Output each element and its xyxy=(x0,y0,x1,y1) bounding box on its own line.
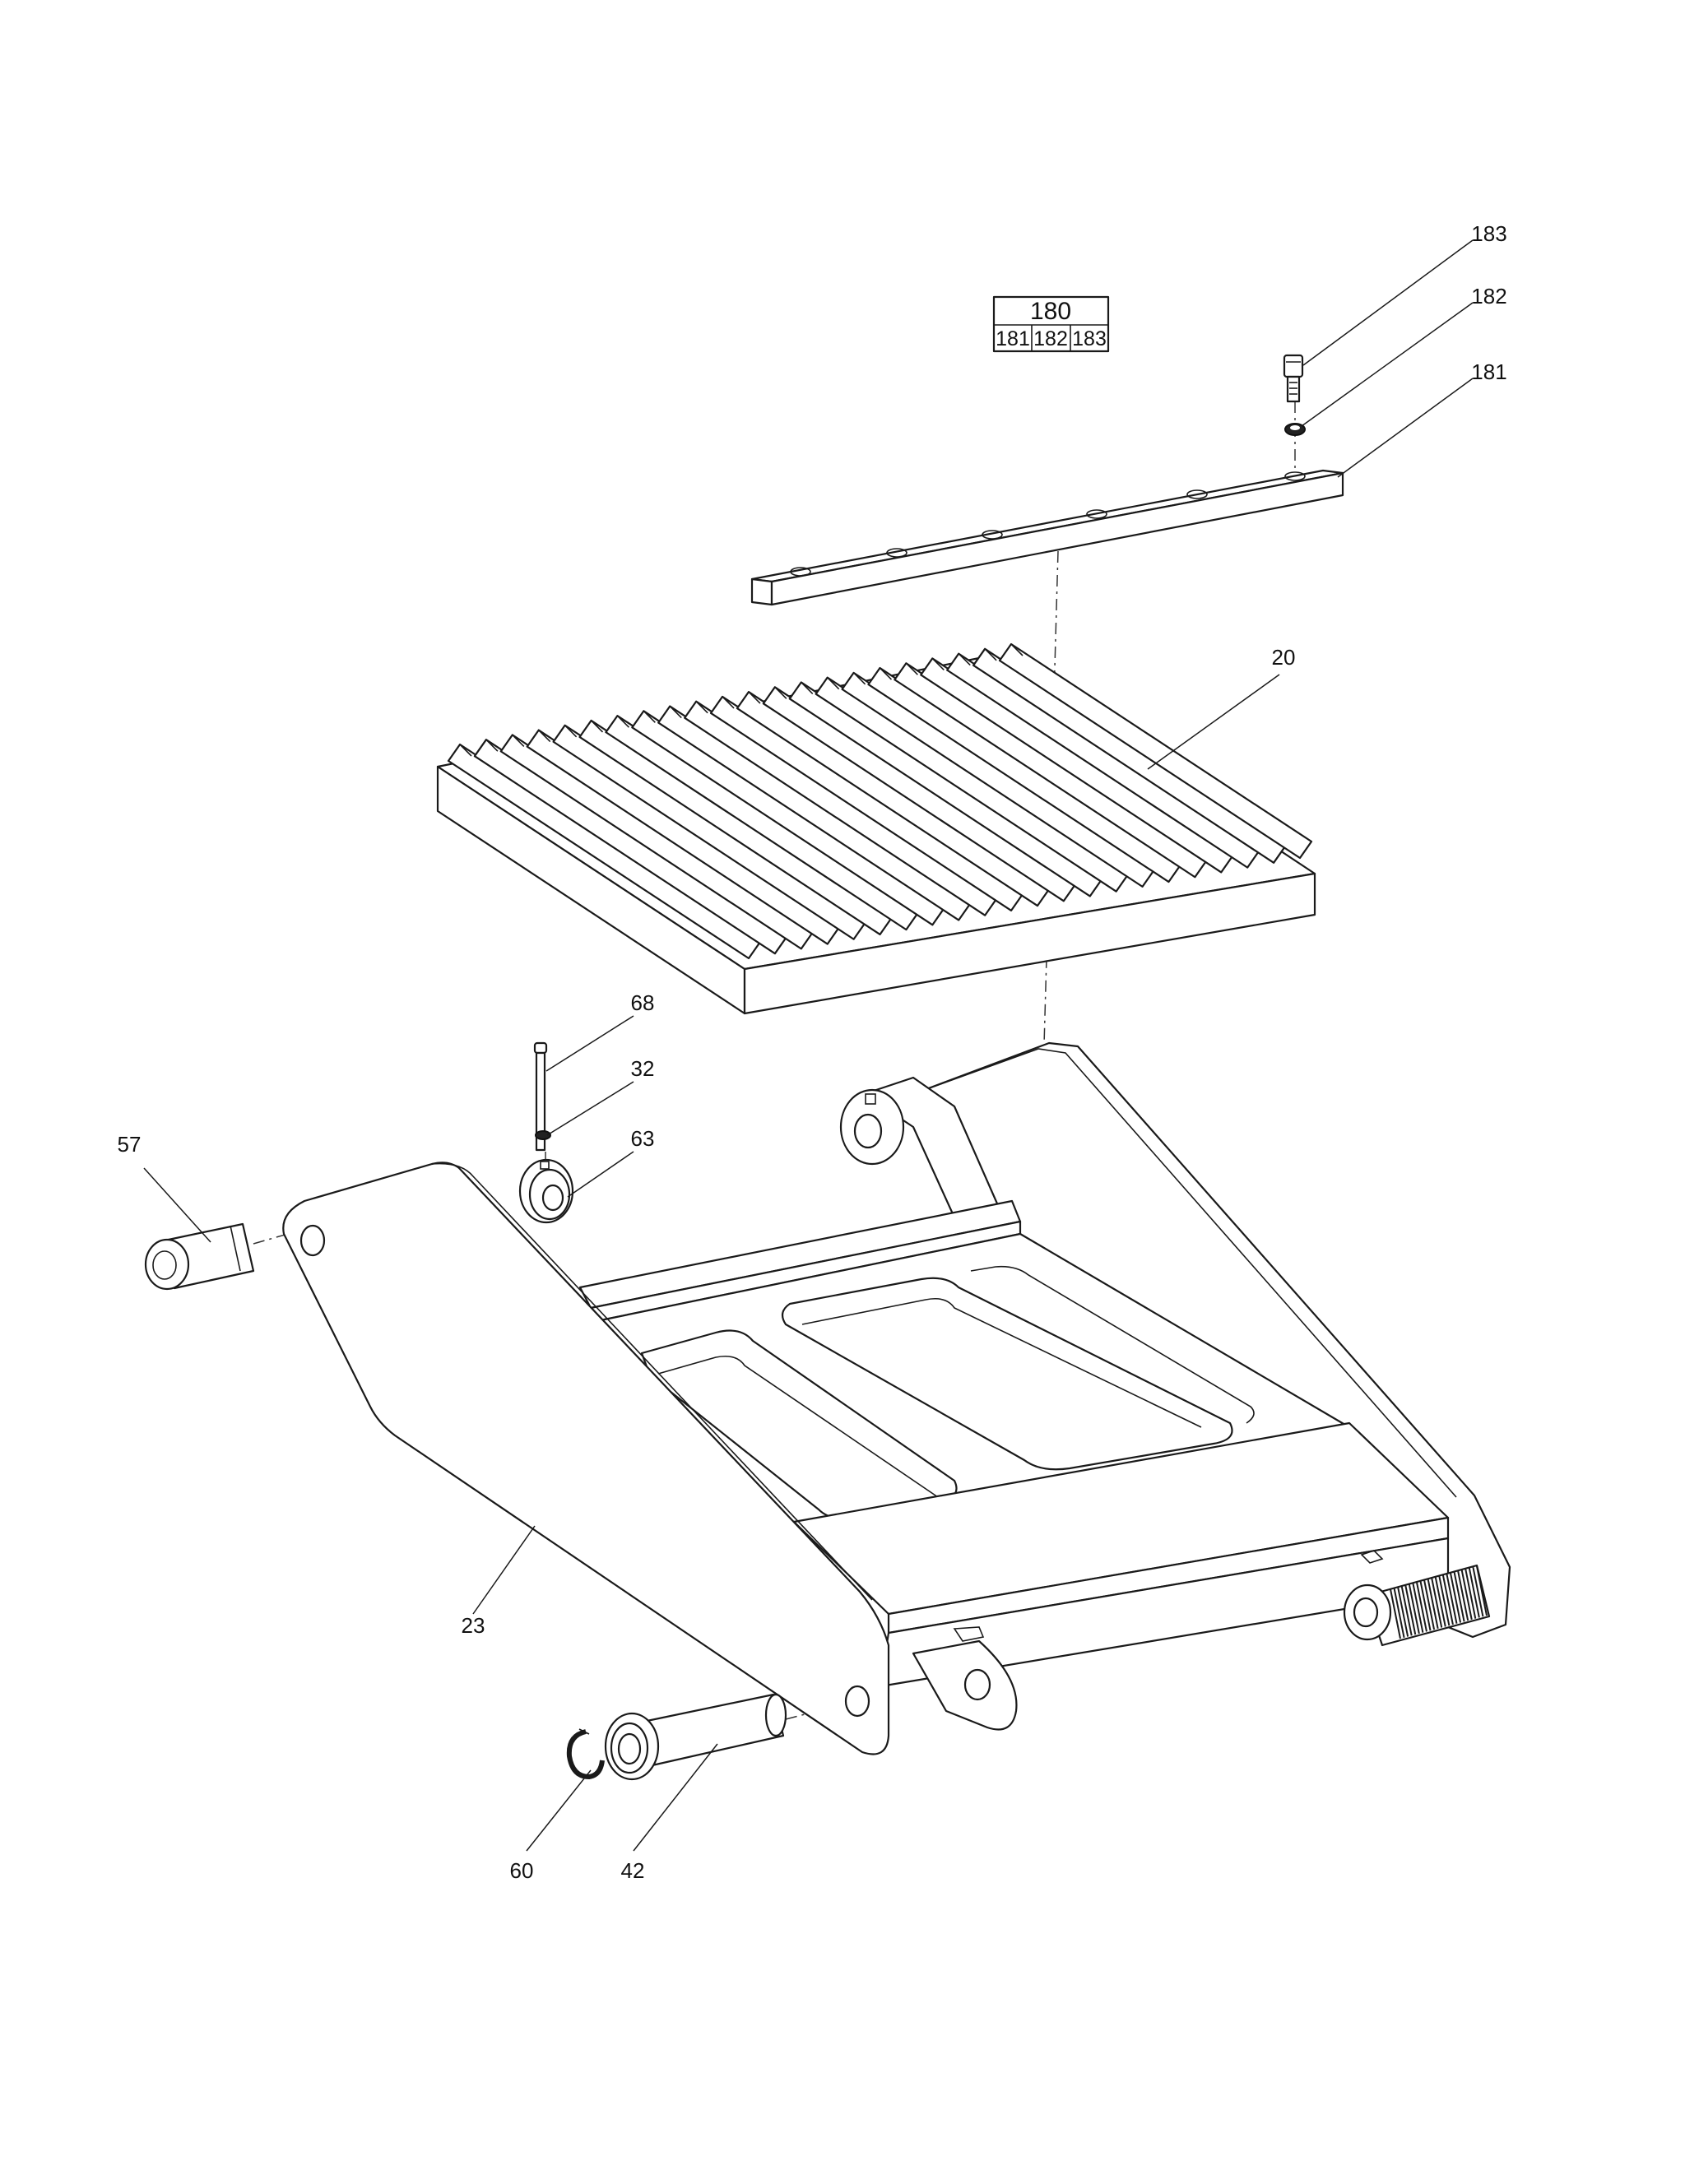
cap-screw-183 xyxy=(1283,354,1304,403)
pin-68 xyxy=(533,1041,548,1152)
kit-table: 180 181 182 183 xyxy=(992,295,1110,353)
pin-42 xyxy=(604,1693,787,1781)
tooth-ridge-edge xyxy=(801,681,814,695)
kit-component-1: 181 xyxy=(996,327,1030,350)
tooth-ridge-edge xyxy=(1010,643,1024,656)
leader-lines xyxy=(143,239,1474,1852)
spline-groove xyxy=(1412,1583,1424,1633)
tooth-ridge-edge xyxy=(722,696,735,709)
spline-groove xyxy=(1393,1588,1405,1638)
tooth-ridge-edge xyxy=(931,657,945,670)
spline-groove xyxy=(1390,1588,1401,1639)
spline-groove xyxy=(1400,1586,1413,1636)
callout-68: 68 xyxy=(631,990,655,1015)
callout-42: 42 xyxy=(621,1858,645,1883)
swing-frame-23 xyxy=(282,1041,1511,1755)
tooth-ridge-edge xyxy=(485,739,499,752)
kit-assembly-number: 180 xyxy=(1030,298,1071,325)
snap-ring-60 xyxy=(566,1728,605,1779)
callout-182: 182 xyxy=(1471,284,1506,308)
callout-181: 181 xyxy=(1471,359,1506,384)
kit-component-2: 182 xyxy=(1033,327,1068,350)
spline-groove xyxy=(1434,1577,1446,1627)
tooth-ridge-edge xyxy=(564,725,578,738)
clamp-bar-181 xyxy=(750,469,1344,606)
tooth-ridge-edge xyxy=(459,744,472,757)
kit-table-frame xyxy=(992,295,1110,353)
tooth-ridge-edge xyxy=(827,677,840,690)
tooth-plate-20 xyxy=(436,642,1316,1015)
callout-23: 23 xyxy=(462,1613,485,1638)
spline-groove xyxy=(1423,1579,1436,1630)
tooth-ridge-edge xyxy=(905,662,918,675)
callout-32: 32 xyxy=(631,1056,655,1081)
washer-182 xyxy=(1284,423,1306,436)
spline-groove xyxy=(1476,1565,1488,1616)
washer-32 xyxy=(535,1130,551,1140)
spline-groove xyxy=(1427,1579,1439,1630)
callout-63: 63 xyxy=(631,1126,655,1151)
tooth-ridge-edge xyxy=(590,720,604,733)
tooth-ridge xyxy=(998,642,1313,860)
tooth-ridge-edge xyxy=(512,734,525,747)
callout-183: 183 xyxy=(1471,221,1506,246)
spline-groove xyxy=(1441,1574,1454,1625)
spline-groove xyxy=(1450,1573,1462,1623)
tooth-ridge-edge xyxy=(669,705,682,719)
spline-shaft xyxy=(1343,1564,1491,1647)
kit-component-3: 183 xyxy=(1072,327,1107,350)
spline-groove xyxy=(1438,1575,1451,1626)
spline-groove xyxy=(1404,1584,1417,1635)
spline-groove xyxy=(1453,1572,1465,1622)
spline-groove xyxy=(1431,1578,1443,1628)
spline-groove xyxy=(1415,1582,1427,1632)
tooth-ridge-edge xyxy=(853,672,866,685)
tooth-ridge-edge xyxy=(538,730,551,743)
callout-labels: 183 182 181 20 68 32 63 57 23 60 42 xyxy=(118,221,1507,1883)
spline-groove xyxy=(1419,1581,1432,1631)
tooth-ridge-edge xyxy=(984,648,997,661)
spline-groove xyxy=(1472,1567,1484,1617)
spline-groove xyxy=(1465,1569,1477,1619)
tooth-ridges xyxy=(447,642,1313,960)
pin-57 xyxy=(144,1222,255,1291)
callout-57: 57 xyxy=(118,1132,142,1157)
collar-63 xyxy=(518,1158,574,1224)
spline-groove xyxy=(1468,1568,1480,1618)
tooth-ridge-edge xyxy=(774,686,787,699)
tooth-ridge-edge xyxy=(695,701,708,714)
tooth-ridge-edge xyxy=(958,653,971,666)
spline-groove xyxy=(1408,1584,1420,1635)
spline-groove xyxy=(1397,1587,1409,1637)
tooth-ridge-edge xyxy=(643,710,656,723)
callout-20: 20 xyxy=(1272,645,1296,670)
tooth-ridge-edge xyxy=(748,691,761,704)
spline-groove xyxy=(1457,1570,1469,1621)
spline-groove xyxy=(1460,1570,1473,1621)
spline-groove xyxy=(1446,1574,1458,1624)
tooth-ridge-edge xyxy=(879,667,893,680)
callout-60: 60 xyxy=(510,1858,534,1883)
tooth-ridge-edge xyxy=(616,715,629,728)
